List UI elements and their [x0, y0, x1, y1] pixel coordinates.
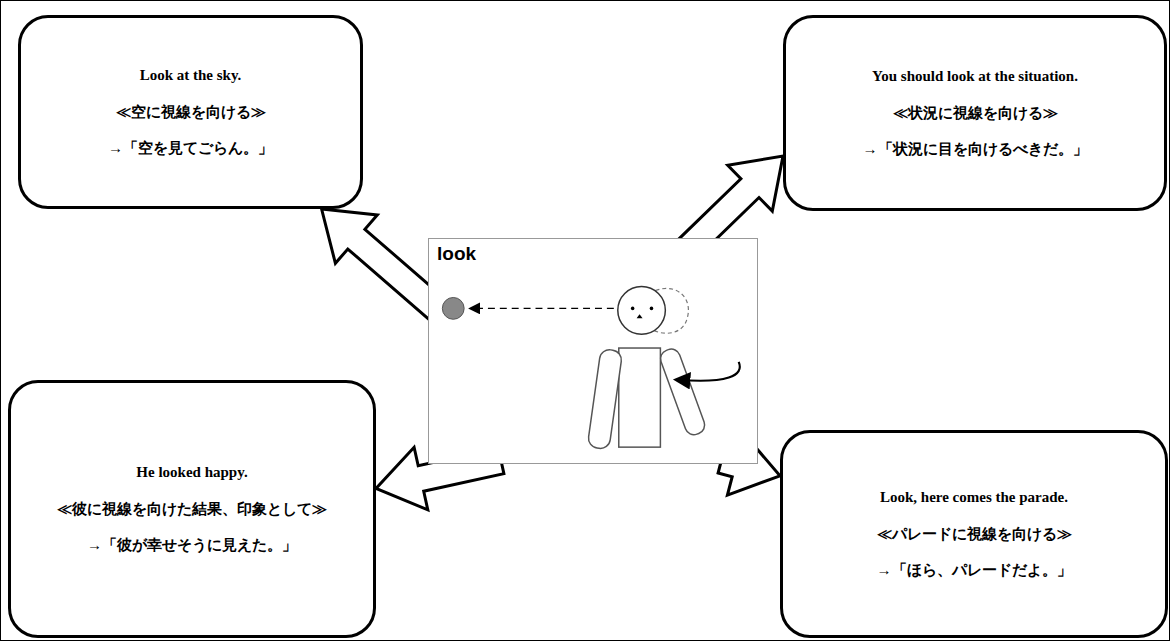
translation: →「彼が幸せそうに見えた。」	[87, 534, 297, 557]
example-box: He looked happy. ≪彼に視線を向けた結果、印象として≫ →「彼が幸せ…	[8, 380, 376, 638]
example-box: You should look at the situation. ≪状況に視線を…	[783, 15, 1167, 211]
example-box: Look at the sky. ≪空に視線を向ける≫ →「空を見てごらん。」	[18, 15, 363, 209]
example-sentence: Look at the sky.	[140, 64, 242, 87]
translation: →「状況に目を向けるべきだ。」	[863, 138, 1088, 161]
word-heading: look	[437, 243, 476, 265]
meaning-note: ≪状況に視線を向ける≫	[893, 102, 1058, 125]
example-sentence: Look, here comes the parade.	[880, 486, 1068, 509]
example-sentence: He looked happy.	[136, 461, 247, 484]
example-sentence: You should look at the situation.	[872, 65, 1078, 88]
meaning-note: ≪パレードに視線を向ける≫	[877, 523, 1072, 546]
example-box: Look, here comes the parade. ≪パレードに視線を向ける…	[780, 430, 1168, 638]
translation: →「ほら、パレードだよ。」	[877, 559, 1072, 582]
translation: →「空を見てごらん。」	[108, 137, 273, 160]
look-illustration	[429, 239, 757, 463]
meaning-note: ≪彼に視線を向けた結果、印象として≫	[57, 498, 327, 521]
core-image-box: look	[428, 238, 758, 464]
meaning-note: ≪空に視線を向ける≫	[116, 101, 266, 124]
